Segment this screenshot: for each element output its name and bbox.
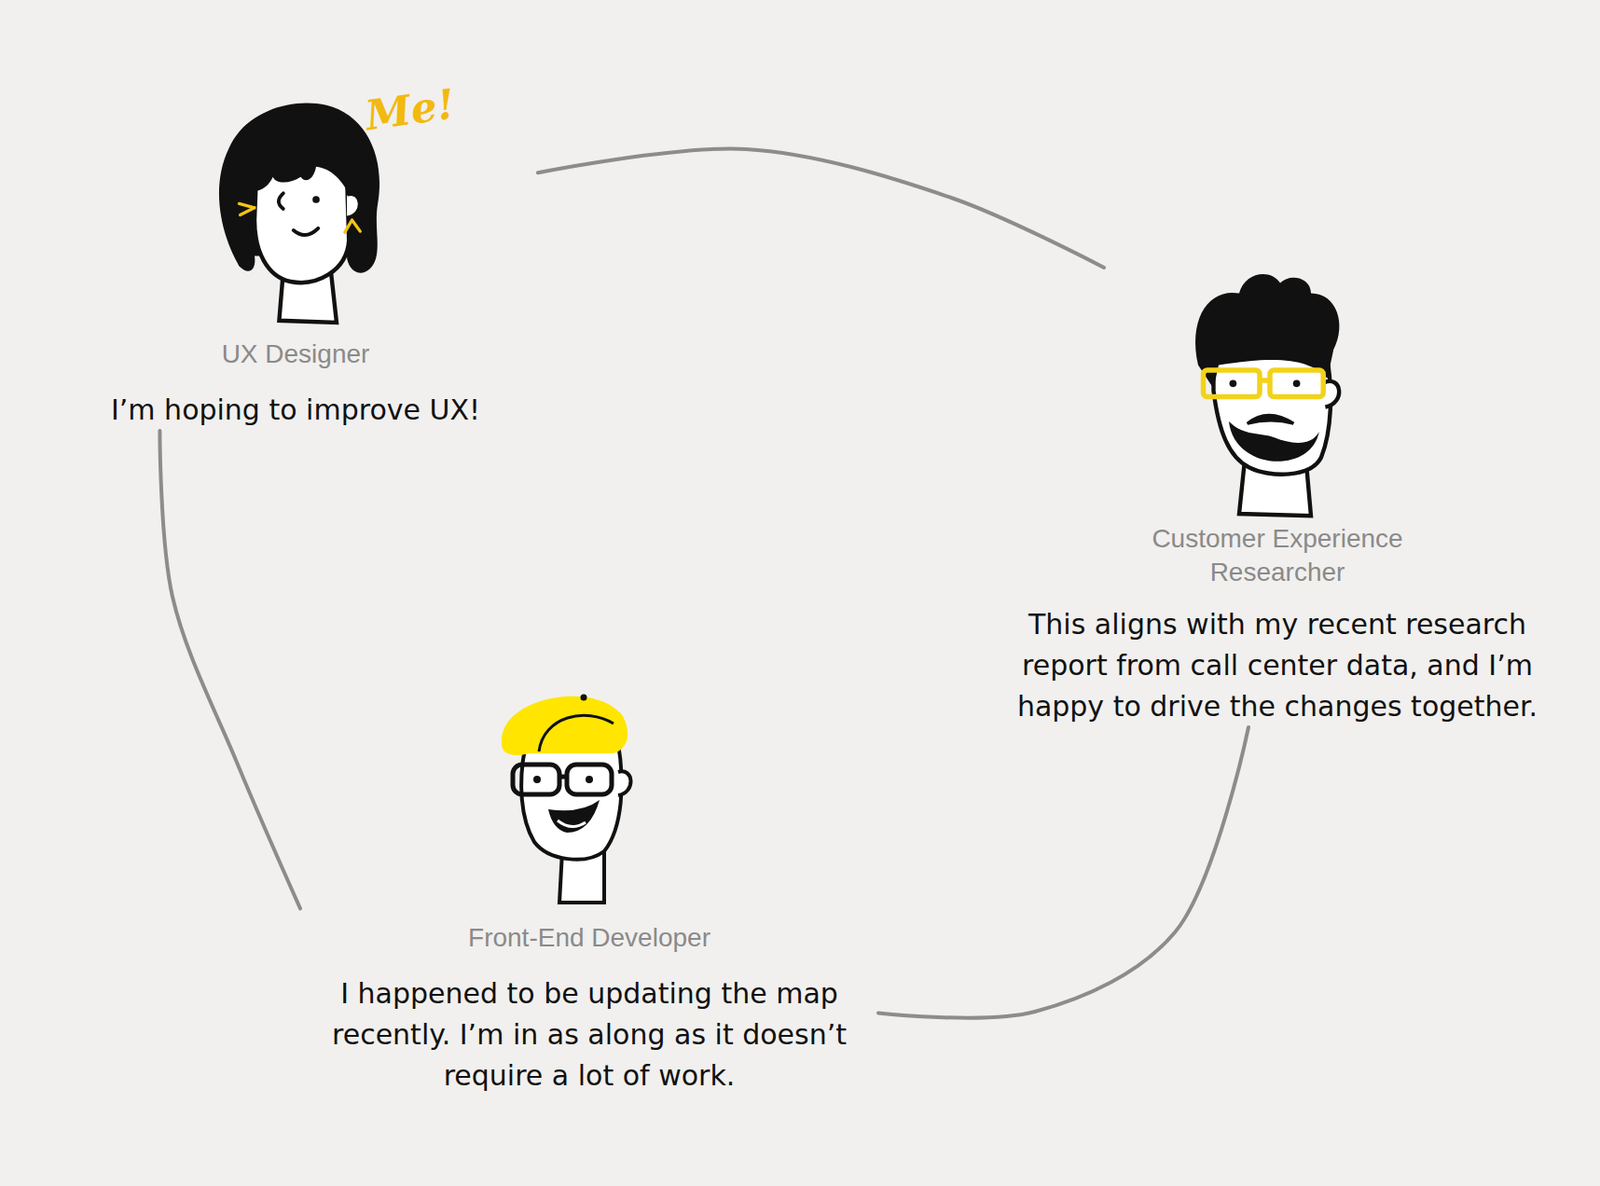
researcher-head	[1195, 274, 1339, 516]
speech-text: I’m hoping to improve UX!	[57, 389, 534, 431]
role-title: Front-End Developer	[356, 921, 823, 955]
speech-text: This aligns with my recent research repo…	[997, 604, 1558, 728]
developer-head	[501, 694, 632, 904]
cycle-arc	[159, 430, 301, 909]
persona-node: UX DesignerI’m hoping to improve UX!	[53, 86, 538, 431]
role-title: Customer Experience Researcher	[1123, 522, 1432, 590]
speech-text: I happened to be updating the map recent…	[309, 973, 869, 1097]
cycle-arc	[878, 727, 1249, 1019]
me-label: Me!	[362, 80, 458, 140]
role-title: UX Designer	[62, 337, 529, 372]
cycle-arc	[537, 149, 1104, 268]
persona-node: Customer Experience ResearcherThis align…	[988, 267, 1567, 728]
persona-node: Front-End Developer I happened to be upda…	[300, 678, 879, 1097]
designer-head	[219, 102, 380, 323]
